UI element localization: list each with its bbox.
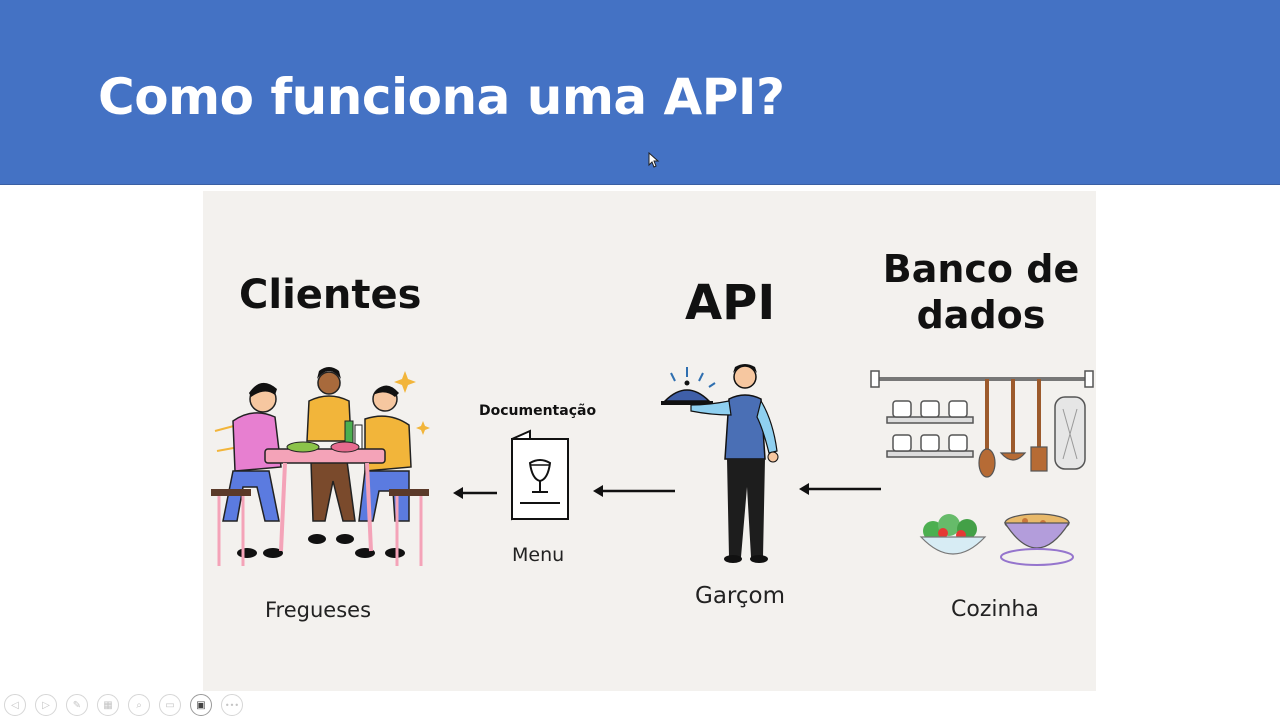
soup-bowl-icon [1000, 513, 1074, 566]
customers-at-table-illustration [211, 367, 430, 566]
clientes-heading: Clientes [239, 272, 422, 318]
banco-de-dados-heading: Banco de dados [882, 247, 1080, 337]
menu-booklet-icon [511, 429, 569, 521]
previous-slide-icon[interactable]: ◁ [4, 694, 26, 716]
pen-icon[interactable]: ✎ [66, 694, 88, 716]
zoom-icon[interactable]: ⌕ [128, 694, 150, 716]
garcom-caption: Garçom [695, 583, 785, 609]
api-restaurant-diagram: Clientes API Banco de dados Documentação [203, 191, 1096, 691]
presentation-toolbar: ◁ ▷ ✎ ▦ ⌕ ▭ ▣ ••• [0, 692, 260, 718]
cozinha-caption: Cozinha [951, 597, 1039, 622]
slide-title-bar: Como funciona uma API? [0, 0, 1280, 185]
arrow-left-icon [799, 483, 881, 495]
subtitles-icon[interactable]: ▭ [159, 694, 181, 716]
kitchen-shelf-illustration [870, 370, 1094, 478]
salad-bowl-icon [919, 514, 987, 555]
arrow-left-icon [593, 485, 675, 497]
mouse-cursor-icon [648, 152, 660, 168]
waiter-illustration [661, 364, 779, 563]
more-options-icon[interactable]: ••• [221, 694, 243, 716]
all-slides-icon[interactable]: ▦ [97, 694, 119, 716]
camera-icon[interactable]: ▣ [190, 694, 212, 716]
slide-title: Como funciona uma API? [98, 68, 785, 126]
documentacao-label: Documentação [479, 403, 597, 419]
next-slide-icon[interactable]: ▷ [35, 694, 57, 716]
api-heading: API [685, 275, 776, 331]
arrow-left-icon [453, 487, 497, 499]
menu-caption: Menu [512, 544, 565, 566]
fregueses-caption: Fregueses [265, 598, 372, 622]
